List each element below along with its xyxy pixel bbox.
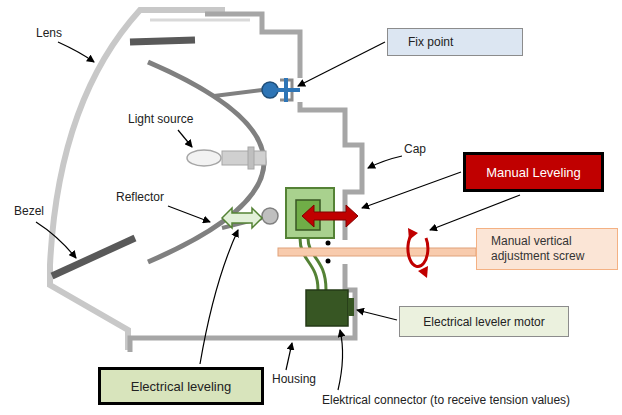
screw-dot	[326, 241, 331, 246]
motor-box: Electrical leveler motor	[399, 306, 569, 337]
box-text: Manual vertical adjustment screw	[491, 234, 611, 264]
fix-pin	[272, 88, 300, 92]
part-label: Bezel	[14, 204, 44, 218]
cap-outline	[300, 102, 362, 240]
leader-line	[286, 343, 292, 370]
lens-outline	[50, 10, 225, 350]
bulb-flange	[248, 147, 254, 169]
part-label: Cap	[404, 142, 426, 156]
leader-line	[338, 330, 343, 390]
reflector-arm	[214, 90, 262, 96]
fix-point-box: Fix point	[387, 28, 523, 56]
manual-leveling-arrow	[302, 205, 358, 227]
housing-inner	[150, 19, 250, 22]
leveler-motor	[306, 290, 348, 326]
rotation-head	[408, 228, 418, 240]
leader-line	[168, 206, 210, 222]
electrical-leveling-box: Electrical leveling	[98, 367, 264, 405]
box-text: Fix point	[408, 35, 453, 49]
adjustment-screw	[278, 248, 476, 256]
motor-connector	[348, 298, 354, 316]
leader-line	[362, 172, 461, 208]
screw-dot	[326, 259, 331, 264]
bezel-top	[130, 40, 195, 42]
box-text: Electrical leveler motor	[423, 315, 544, 329]
screw-box: Manual vertical adjustment screw	[476, 228, 618, 270]
rotation-head	[418, 266, 428, 278]
leader-line	[200, 230, 238, 364]
part-label: Reflector	[116, 190, 164, 204]
leader-line	[298, 42, 385, 86]
manual-leveling-box: Manual Leveling	[463, 152, 604, 192]
leader-line	[178, 130, 192, 147]
leader-line	[58, 42, 94, 62]
electrical-leveling-arrow	[222, 208, 262, 228]
bulb	[187, 150, 221, 166]
rotation-arrow	[408, 234, 428, 267]
leader-line	[357, 310, 397, 320]
housing-top	[205, 14, 300, 78]
leader-line	[430, 195, 520, 230]
lower-ball	[262, 208, 278, 224]
housing-bottom	[130, 264, 355, 352]
part-label: Light source	[128, 112, 193, 126]
connector-label: Elektrical connector (to receive tension…	[322, 393, 570, 407]
leveler-cable	[308, 238, 326, 290]
leader-line	[368, 156, 402, 168]
box-text: Manual Leveling	[486, 165, 581, 180]
box-text: Electrical leveling	[131, 379, 231, 394]
part-label: Housing	[272, 372, 316, 386]
leader-line	[36, 222, 76, 258]
bezel-bottom	[52, 238, 135, 276]
part-label: Lens	[36, 26, 62, 40]
bulb-base	[222, 151, 266, 165]
